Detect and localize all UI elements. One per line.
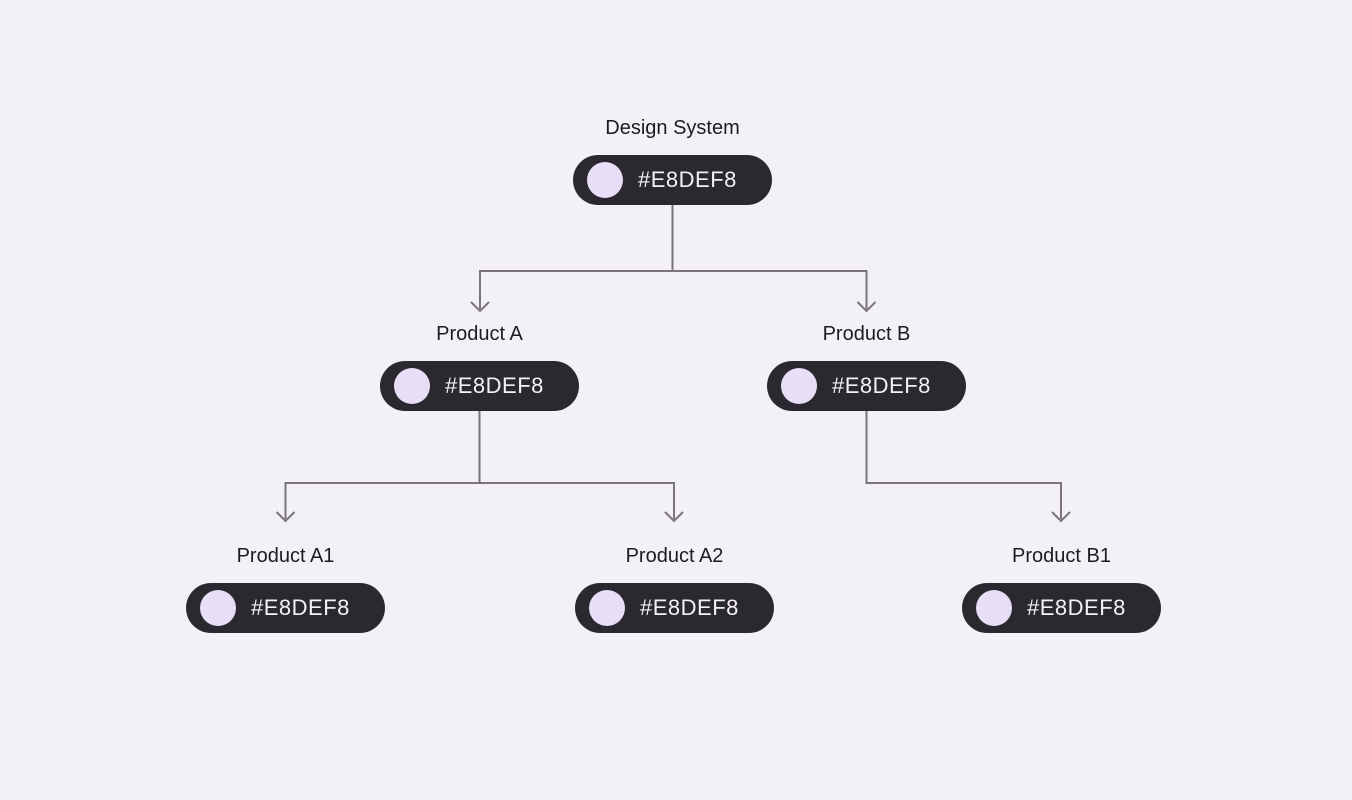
color-swatch-icon	[200, 590, 236, 626]
color-value: #E8DEF8	[251, 595, 350, 620]
connector-product-a-branch	[284, 482, 675, 519]
arrowhead-product-b1	[1051, 511, 1071, 523]
node-label: Product B	[822, 323, 911, 345]
color-chip[interactable]: #E8DEF8	[186, 583, 385, 633]
connector-design-system-branch	[479, 270, 868, 309]
color-value: #E8DEF8	[832, 373, 931, 398]
color-value: #E8DEF8	[638, 167, 737, 192]
node-label: Product A	[436, 323, 523, 345]
color-swatch-icon	[589, 590, 625, 626]
color-chip[interactable]: #E8DEF8	[575, 583, 774, 633]
node-label: Product B1	[1012, 545, 1111, 567]
color-value: #E8DEF8	[445, 373, 544, 398]
node-product-a1: Product A1 #E8DEF8	[186, 544, 385, 633]
node-product-a2: Product A2 #E8DEF8	[575, 544, 774, 633]
node-product-b1: Product B1 #E8DEF8	[962, 544, 1161, 633]
arrowhead-product-a2	[664, 511, 684, 523]
arrowhead-product-b	[856, 301, 877, 313]
color-chip[interactable]: #E8DEF8	[380, 361, 579, 411]
node-design-system: Design System #E8DEF8	[573, 116, 772, 205]
connector-product-b-branch	[865, 411, 1062, 519]
color-swatch-icon	[587, 162, 623, 198]
node-product-b: Product B #E8DEF8	[767, 322, 966, 411]
color-chip[interactable]: #E8DEF8	[767, 361, 966, 411]
node-label: Product A1	[236, 545, 335, 567]
color-value: #E8DEF8	[1027, 595, 1126, 620]
node-label: Product A2	[625, 545, 724, 567]
color-swatch-icon	[781, 368, 817, 404]
color-value: #E8DEF8	[640, 595, 739, 620]
arrowhead-product-a	[470, 301, 490, 313]
arrowhead-product-a1	[275, 511, 296, 523]
color-chip[interactable]: #E8DEF8	[962, 583, 1161, 633]
color-chip[interactable]: #E8DEF8	[573, 155, 772, 205]
node-label: Design System	[605, 117, 740, 139]
color-swatch-icon	[976, 590, 1012, 626]
node-product-a: Product A #E8DEF8	[380, 322, 579, 411]
color-swatch-icon	[394, 368, 430, 404]
